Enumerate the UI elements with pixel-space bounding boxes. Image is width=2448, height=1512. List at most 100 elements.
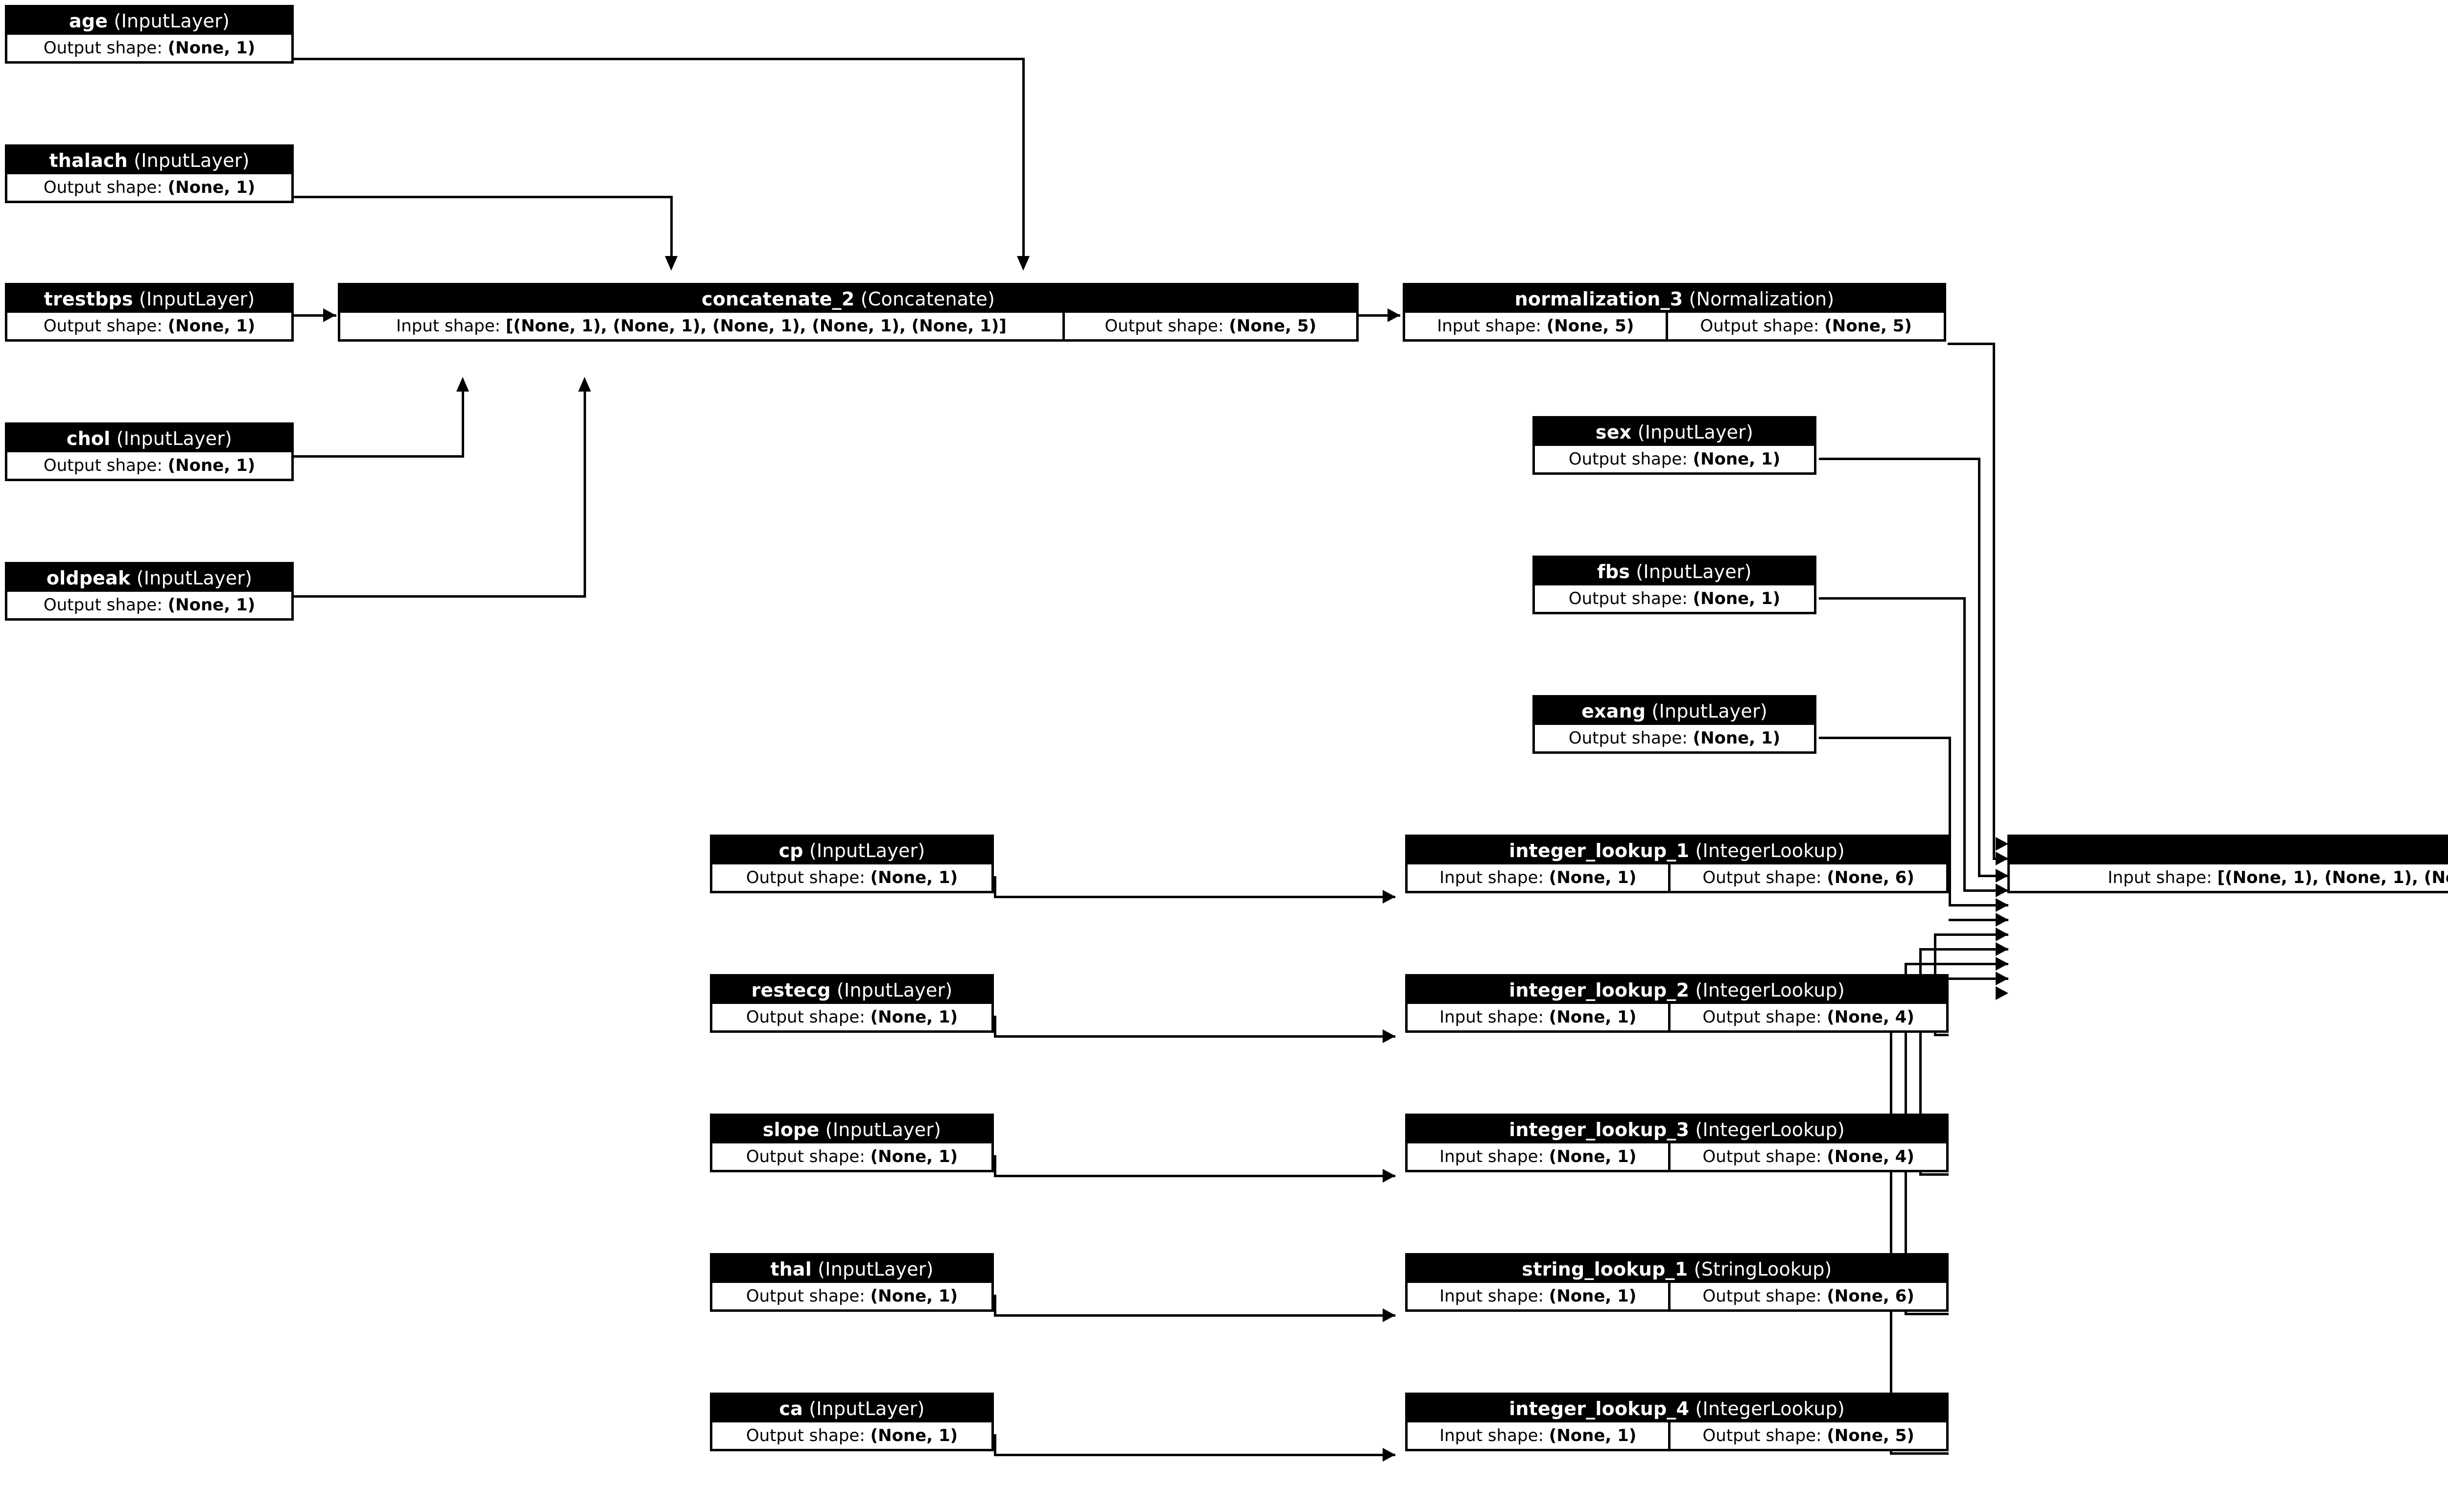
node-restecg-title: restecg (InputLayer) — [712, 977, 991, 1004]
node-slope[interactable]: slope (InputLayer) Output shape: (None, … — [710, 1114, 994, 1172]
node-integer-lookup-3-shapes: Input shape: (None, 1) Output shape: (No… — [1408, 1143, 1946, 1170]
node-exang-title: exang (InputLayer) — [1535, 698, 1814, 725]
edge-sl1-bottom-h — [1905, 1313, 1949, 1315]
node-thal-output-shape: Output shape: (None, 1) — [712, 1283, 991, 1309]
node-thal-shapes: Output shape: (None, 1) — [712, 1283, 991, 1309]
node-trestbps-title: trestbps (InputLayer) — [7, 285, 291, 313]
node-normalization-3-title: normalization_3 (Normalization) — [1405, 285, 1944, 313]
node-oldpeak-output-shape: Output shape: (None, 1) — [7, 592, 291, 618]
node-cp[interactable]: cp (InputLayer) Output shape: (None, 1) — [710, 835, 994, 893]
edge-thalach-to-concatenate2-v — [670, 196, 673, 256]
node-integer-lookup-3-input-shape: Input shape: (None, 1) — [1408, 1143, 1669, 1170]
edge-integerlookup2-arrowhead — [1996, 928, 2008, 941]
node-concatenate-3[interactable]: concatenate_3 (Concatenate) Input shape:… — [2007, 835, 2448, 893]
node-chol-output-shape: Output shape: (None, 1) — [7, 452, 291, 479]
node-integer-lookup-1-name: integer_lookup_1 — [1509, 840, 1690, 861]
concatenate3-inlet-arrow-2 — [1996, 986, 2008, 1000]
node-integer-lookup-4[interactable]: integer_lookup_4 (IntegerLookup) Input s… — [1405, 1393, 1949, 1451]
node-cp-output-shape: Output shape: (None, 1) — [712, 864, 991, 891]
edge-cp-arrowhead — [1383, 890, 1395, 904]
edge-concatenate2-to-normalization3-h — [1356, 314, 1400, 317]
node-thal-name: thal — [770, 1258, 812, 1280]
node-thalach-name: thalach — [49, 150, 128, 171]
edge-slope-to-integerlookup3-h — [994, 1175, 1395, 1177]
node-integer-lookup-3-name: integer_lookup_3 — [1509, 1119, 1690, 1140]
node-restecg[interactable]: restecg (InputLayer) Output shape: (None… — [710, 974, 994, 1033]
node-slope-title: slope (InputLayer) — [712, 1116, 991, 1143]
node-restecg-shapes: Output shape: (None, 1) — [712, 1004, 991, 1030]
node-string-lookup-1-name: string_lookup_1 — [1522, 1258, 1688, 1280]
node-ca-output-shape: Output shape: (None, 1) — [712, 1422, 991, 1449]
node-string-lookup-1[interactable]: string_lookup_1 (StringLookup) Input sha… — [1405, 1253, 1949, 1312]
node-fbs-name: fbs — [1597, 561, 1630, 582]
edge-restecg-to-integerlookup2-v — [994, 1016, 996, 1038]
node-chol-title: chol (InputLayer) — [7, 425, 291, 452]
node-fbs-output-shape: Output shape: (None, 1) — [1535, 585, 1814, 612]
edge-sl1-in-h — [1905, 963, 2008, 965]
node-chol-name: chol — [66, 428, 111, 449]
node-integer-lookup-2-output-shape: Output shape: (None, 4) — [1671, 1004, 1946, 1030]
node-age-output-shape: Output shape: (None, 1) — [7, 35, 291, 61]
node-age[interactable]: age (InputLayer) Output shape: (None, 1) — [5, 5, 294, 64]
node-sex[interactable]: sex (InputLayer) Output shape: (None, 1) — [1532, 416, 1816, 475]
node-ca-title: ca (InputLayer) — [712, 1395, 991, 1422]
node-chol-class: (InputLayer) — [116, 428, 233, 449]
node-integer-lookup-1-shapes: Input shape: (None, 1) Output shape: (No… — [1408, 864, 1946, 891]
node-integer-lookup-4-class: (IntegerLookup) — [1695, 1398, 1845, 1419]
node-sex-name: sex — [1595, 421, 1632, 443]
node-cp-title: cp (InputLayer) — [712, 837, 991, 864]
node-chol[interactable]: chol (InputLayer) Output shape: (None, 1… — [5, 422, 294, 481]
node-concatenate-3-title: concatenate_3 (Concatenate) — [2010, 837, 2448, 864]
node-thal[interactable]: thal (InputLayer) Output shape: (None, 1… — [710, 1253, 994, 1312]
edge-thal-to-stringlookup1-h — [994, 1314, 1395, 1317]
node-trestbps-shapes: Output shape: (None, 1) — [7, 313, 291, 339]
node-normalization-3[interactable]: normalization_3 (Normalization) Input sh… — [1403, 283, 1946, 342]
edge-slope-to-integerlookup3-v — [994, 1155, 996, 1177]
node-integer-lookup-2[interactable]: integer_lookup_2 (IntegerLookup) Input s… — [1405, 974, 1949, 1033]
node-trestbps[interactable]: trestbps (InputLayer) Output shape: (Non… — [5, 283, 294, 342]
node-integer-lookup-1[interactable]: integer_lookup_1 (IntegerLookup) Input s… — [1405, 835, 1949, 893]
node-exang-class: (InputLayer) — [1651, 700, 1767, 722]
node-thalach-shapes: Output shape: (None, 1) — [7, 174, 291, 201]
node-ca-shapes: Output shape: (None, 1) — [712, 1422, 991, 1449]
node-concatenate-2[interactable]: concatenate_2 (Concatenate) Input shape:… — [338, 283, 1359, 342]
node-exang[interactable]: exang (InputLayer) Output shape: (None, … — [1532, 695, 1816, 754]
edge-il2-top-h — [1934, 1034, 1949, 1036]
node-fbs[interactable]: fbs (InputLayer) Output shape: (None, 1) — [1532, 556, 1816, 614]
edge-fbs-to-concatenate3-h — [1819, 597, 1966, 600]
node-sex-title: sex (InputLayer) — [1535, 419, 1814, 446]
node-concatenate-2-output-shape: Output shape: (None, 5) — [1065, 313, 1356, 339]
edge-thalach-arrowhead — [665, 256, 678, 271]
node-ca[interactable]: ca (InputLayer) Output shape: (None, 1) — [710, 1393, 994, 1451]
edge-ca-to-integerlookup4-h — [994, 1454, 1395, 1456]
edge-normalization3-to-concatenate3-h — [1948, 343, 1995, 345]
edge-restecg-to-integerlookup2-h — [994, 1035, 1395, 1038]
node-thal-class: (InputLayer) — [818, 1258, 934, 1280]
node-integer-lookup-4-input-shape: Input shape: (None, 1) — [1408, 1422, 1669, 1449]
node-concatenate-3-shapes: Input shape: [(None, 1), (None, 1), (Non… — [2010, 864, 2448, 891]
node-concatenate-2-class: (Concatenate) — [860, 288, 995, 310]
node-cp-shapes: Output shape: (None, 1) — [712, 864, 991, 891]
edge-slope-arrowhead — [1383, 1169, 1395, 1183]
node-ca-class: (InputLayer) — [809, 1398, 925, 1419]
node-concatenate-2-title: concatenate_2 (Concatenate) — [340, 285, 1356, 313]
edge-il2-in-h — [1934, 933, 2008, 936]
node-ca-name: ca — [779, 1398, 803, 1419]
node-sex-class: (InputLayer) — [1637, 421, 1754, 443]
node-oldpeak[interactable]: oldpeak (InputLayer) Output shape: (None… — [5, 562, 294, 621]
edge-sex-arrowhead — [1996, 869, 2008, 883]
edge-oldpeak-to-concatenate2-v — [584, 392, 586, 596]
node-thalach[interactable]: thalach (InputLayer) Output shape: (None… — [5, 144, 294, 203]
node-slope-class: (InputLayer) — [825, 1119, 942, 1140]
node-thal-title: thal (InputLayer) — [712, 1256, 991, 1283]
edge-concatenate2-arrowhead — [1388, 308, 1400, 322]
node-normalization-3-input-shape: Input shape: (None, 5) — [1405, 313, 1666, 339]
node-integer-lookup-3-output-shape: Output shape: (None, 4) — [1671, 1143, 1946, 1170]
concatenate3-inlet-arrow-1 — [1996, 837, 2008, 851]
node-integer-lookup-4-output-shape: Output shape: (None, 5) — [1671, 1422, 1946, 1449]
node-integer-lookup-3[interactable]: integer_lookup_3 (IntegerLookup) Input s… — [1405, 1114, 1949, 1172]
node-sex-output-shape: Output shape: (None, 1) — [1535, 446, 1814, 472]
node-fbs-shapes: Output shape: (None, 1) — [1535, 585, 1814, 612]
edge-exang-arrowhead — [1996, 898, 2008, 912]
